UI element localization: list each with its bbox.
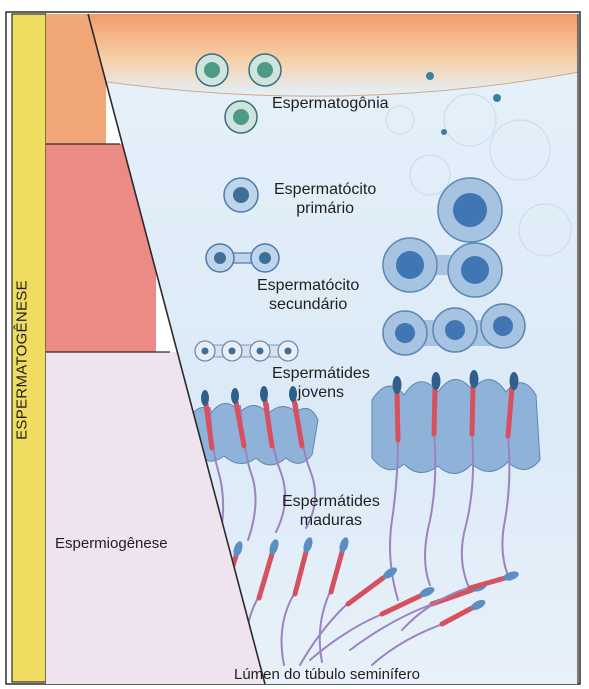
label-espermatogonia: Espermatogônia bbox=[272, 94, 389, 113]
label-espermatocito-secundario: Espermatócito secundário bbox=[257, 276, 359, 314]
label-espermiogenese: Espermiogênese bbox=[55, 534, 168, 553]
label-espermatides-maduras: Espermátides maduras bbox=[282, 492, 380, 530]
label-lumen: Lúmen do túbulo seminífero bbox=[234, 665, 420, 684]
label-espermatocito-primario: Espermatócito primário bbox=[274, 180, 376, 218]
espermatogenese-label: ESPERMATOGÊNESE bbox=[8, 255, 36, 465]
primary-spermatocyte-cell bbox=[224, 178, 258, 212]
label-espermatides-jovens: Espermátides jovens bbox=[272, 364, 370, 402]
